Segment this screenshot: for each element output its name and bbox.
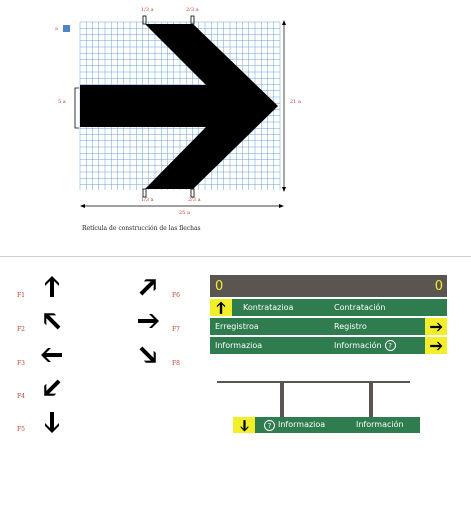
info-icon: ? bbox=[384, 340, 396, 351]
arrow-label-f4: F4 bbox=[17, 393, 25, 400]
arrow-up-left-icon bbox=[39, 308, 65, 334]
info-icon: ? bbox=[264, 420, 275, 431]
dim-bottom: 25 a bbox=[179, 210, 190, 216]
sign-header-right: 0 bbox=[434, 278, 443, 294]
sign-row-registro-left: Erregistroa bbox=[215, 322, 259, 331]
construction-arrow-icon bbox=[80, 24, 278, 189]
dim-top-right: 2/3 a bbox=[186, 7, 199, 13]
hanging-sign-post-left bbox=[280, 383, 284, 417]
section-divider bbox=[0, 256, 471, 257]
sign-row-registro-right: Registro bbox=[334, 322, 367, 331]
arrow-label-f6: F6 bbox=[172, 292, 180, 299]
sign-row-registro: Erregistroa Registro bbox=[210, 318, 447, 335]
arrow-up-icon bbox=[45, 276, 59, 297]
sign-row-informacion: Informazioa Información ? bbox=[210, 337, 447, 354]
arrow-up-icon bbox=[210, 299, 232, 316]
dim-top-left: 1/3 a bbox=[141, 7, 154, 13]
arrow-label-f1: F1 bbox=[17, 292, 25, 299]
sign-header-left: 0 bbox=[215, 278, 224, 294]
sign-panel: 0 0 Kontratazioa Contratación Erregistro… bbox=[210, 275, 447, 355]
hanging-sign-right: Información bbox=[356, 420, 404, 429]
arrow-right-icon bbox=[138, 314, 159, 328]
sign-row-informacion-left: Informazioa bbox=[215, 341, 263, 350]
arrow-up-right-icon bbox=[135, 274, 161, 300]
arrow-label-f3: F3 bbox=[17, 360, 25, 367]
sign-row-contratacion: Kontratazioa Contratación bbox=[210, 299, 447, 316]
sign-row-informacion-right: Información ? bbox=[334, 340, 396, 351]
arrow-right-icon bbox=[425, 337, 447, 354]
arrow-right-icon bbox=[425, 318, 447, 335]
grid-caption: Retícula de construcción de las flechas bbox=[82, 225, 201, 232]
dim-bottom-right: 2/3 a bbox=[188, 197, 201, 203]
sign-header: 0 0 bbox=[210, 275, 447, 297]
arrow-down-icon bbox=[233, 417, 255, 433]
sign-row-contratacion-left: Kontratazioa bbox=[243, 303, 294, 312]
arrow-label-f7: F7 bbox=[172, 326, 180, 333]
arrow-down-icon bbox=[45, 412, 59, 433]
hanging-sign-beam bbox=[217, 381, 410, 383]
arrow-set bbox=[39, 274, 161, 433]
dim-bottom-left: 1/3 a bbox=[141, 197, 154, 203]
hanging-sign-post-right bbox=[369, 383, 373, 417]
arrow-label-f2: F2 bbox=[17, 326, 25, 333]
construction-grid-diagram bbox=[74, 15, 286, 208]
unit-label: a bbox=[55, 26, 58, 32]
hanging-sign-left: Informazioa bbox=[278, 420, 326, 429]
sign-row-informacion-right-text: Información bbox=[334, 341, 382, 350]
arrow-left-icon bbox=[41, 348, 62, 362]
dim-right: 21 a bbox=[290, 99, 301, 105]
arrow-label-f5: F5 bbox=[17, 426, 25, 433]
dim-left: 5 a bbox=[58, 99, 66, 105]
arrow-down-right-icon bbox=[135, 342, 161, 368]
arrow-label-f8: F8 bbox=[172, 360, 180, 367]
accent-square bbox=[63, 25, 70, 32]
arrow-down-left-icon bbox=[39, 375, 65, 401]
sign-row-contratacion-right: Contratación bbox=[334, 303, 386, 312]
hanging-sign: ? Informazioa Información bbox=[233, 417, 420, 433]
